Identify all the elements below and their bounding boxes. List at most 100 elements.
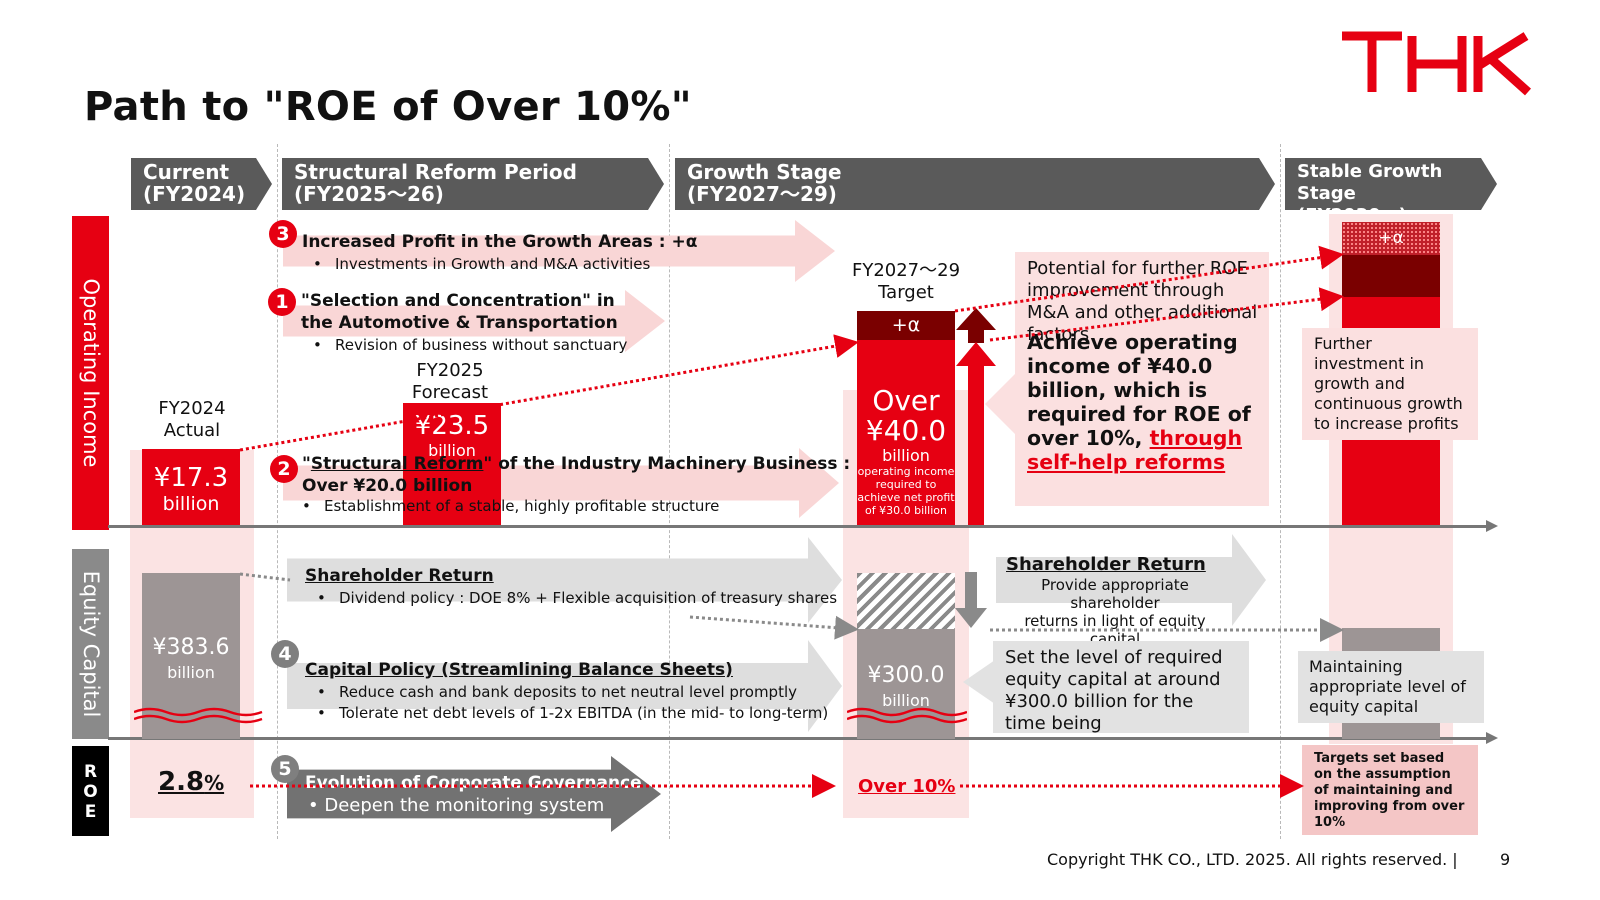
break-mark xyxy=(847,707,967,724)
callout-pointer xyxy=(963,660,995,704)
shareholder-return-2-title: Shareholder Return xyxy=(1006,554,1206,575)
bar-target-operating-income: Over ¥40.0 billion operating income requ… xyxy=(857,340,955,527)
label-line: FY2027～29 xyxy=(851,260,961,281)
title-line: Over ¥20.0 billion xyxy=(302,476,473,496)
title-line: "Selection and Concentration" in xyxy=(301,291,615,311)
page-number: 9 xyxy=(1500,850,1511,869)
stable-dark-block xyxy=(1342,255,1440,297)
axis-operating-income xyxy=(108,520,1498,532)
bar-note: required to xyxy=(875,478,937,491)
achieve-text: Achieve operating income of ¥40.0 billio… xyxy=(1027,330,1263,474)
title-line: the Automotive & Transportation xyxy=(301,313,618,333)
stage-name: Growth Stage xyxy=(687,160,842,184)
roe-unit: % xyxy=(204,771,225,795)
roe-letter: E xyxy=(84,802,97,822)
bar-value: ¥23.5 xyxy=(414,411,490,441)
governance-arrow xyxy=(287,756,661,832)
initiative-1-bullet: Revision of business without sanctuary xyxy=(313,335,627,355)
bar-value: ¥17.3 xyxy=(153,463,229,493)
stage-period: (FY2027～29) xyxy=(687,182,837,206)
callout-set-level: Set the level of required equity capital… xyxy=(993,641,1249,734)
label-line: Forecast xyxy=(411,382,489,403)
title-rest: " of the Industry Machinery Business : xyxy=(483,454,851,474)
roe-target-value: Over 10% xyxy=(858,776,956,797)
roe-number: 2.8 xyxy=(158,767,205,797)
initiative-2-title: "Structural Reform" of the Industry Mach… xyxy=(302,453,850,497)
target-label: FY2027～29 Target xyxy=(840,260,972,304)
shareholder-return-bullet: Dividend policy : DOE 8% + Flexible acqu… xyxy=(317,588,837,608)
initiative-3-title: Increased Profit in the Growth Areas : +… xyxy=(302,232,698,252)
bar-note: of ¥30.0 billion xyxy=(865,504,947,517)
row-label-text: Operating Income xyxy=(78,278,103,468)
initiative-1-title: "Selection and Concentration" in the Aut… xyxy=(301,290,618,334)
stage-name: Structural Reform Period xyxy=(294,160,577,184)
bar-value: ¥40.0 xyxy=(865,414,947,447)
divider xyxy=(1280,144,1281,839)
bar-note: achieve net profit xyxy=(857,491,955,504)
callout-targets-note: Targets set based on the assumption of m… xyxy=(1302,745,1478,835)
bar-fy2024-equity: ¥383.6 billion xyxy=(142,573,240,739)
break-mark xyxy=(134,707,263,724)
stage-growth: Growth Stage (FY2027～29) xyxy=(675,158,1275,210)
bar-unit: billion xyxy=(167,663,215,682)
roe-current-value: 2.8% xyxy=(158,767,224,797)
row-label-text: Equity Capital xyxy=(78,570,103,718)
capital-policy-bullet: Tolerate net debt levels of 1-2x EBITDA … xyxy=(317,703,828,723)
number-badge-1: 1 xyxy=(268,288,296,316)
capital-policy-bullet: Reduce cash and bank deposits to net neu… xyxy=(317,682,797,702)
bar-value: Over xyxy=(872,384,940,417)
up-arrows xyxy=(956,308,996,528)
label-line: FY2024 xyxy=(158,398,226,419)
number-badge-2: 2 xyxy=(270,455,298,483)
roe-letter: R xyxy=(83,762,98,782)
stable-plus-alpha-block: +α xyxy=(1342,222,1440,255)
bar-value: ¥300.0 xyxy=(867,663,945,688)
label-line: Target xyxy=(878,282,934,303)
shareholder-return-2-text: Provide appropriate shareholder returns … xyxy=(998,576,1232,648)
achieve-red: through self-help reforms xyxy=(1027,426,1243,474)
title-underlined: Structural Reform xyxy=(310,454,484,474)
roe-letter: O xyxy=(83,782,98,802)
row-label-operating-income: Operating Income xyxy=(72,216,109,530)
copyright: Copyright THK CO., LTD. 2025. All rights… xyxy=(1047,850,1458,869)
label-line: Actual xyxy=(163,420,221,441)
row-label-roe: R O E xyxy=(72,746,109,836)
page-title: Path to "ROE of Over 10%" xyxy=(84,84,692,130)
text-line: Provide appropriate shareholder xyxy=(1041,576,1189,612)
bar-unit: billion xyxy=(162,493,220,515)
bar-note: operating income xyxy=(857,465,955,478)
axis-equity-capital xyxy=(108,732,1498,744)
down-arrow xyxy=(955,572,987,628)
plus-alpha-block: +α xyxy=(857,311,955,340)
bar-fy2024-operating-income: ¥17.3 billion xyxy=(142,449,240,527)
fy2024-label: FY2024 Actual xyxy=(140,398,244,442)
row-label-equity-capital: Equity Capital xyxy=(72,549,109,739)
quote: " xyxy=(302,454,311,474)
capital-policy-title: Capital Policy (Streamlining Balance She… xyxy=(305,660,733,680)
initiative-3-bullet: Investments in Growth and M&A activities xyxy=(313,254,650,274)
stage-name: Stable Growth Stage xyxy=(1297,161,1443,204)
label-line: FY2025 xyxy=(416,360,484,381)
divider xyxy=(277,144,278,839)
stage-stable-growth: Stable Growth Stage (FY2030～) xyxy=(1285,158,1497,210)
bullet-text: Deepen the monitoring system xyxy=(324,795,605,816)
thk-logo xyxy=(1342,31,1532,96)
initiative-2-bullet: Establishment of a stable, highly profit… xyxy=(302,496,719,516)
number-badge-4: 4 xyxy=(271,640,299,668)
governance-title: Evolution of Corporate Governance xyxy=(305,773,642,793)
stage-period: (FY2024) xyxy=(143,182,246,206)
stage-name: Current xyxy=(143,160,230,184)
fy2025-label: FY2025 Forecast xyxy=(398,360,502,404)
number-badge-3: 3 xyxy=(269,220,297,248)
bar-unit: billion xyxy=(882,446,930,465)
shareholder-return-title: Shareholder Return xyxy=(305,566,494,586)
callout-maintaining: Maintaining appropriate level of equity … xyxy=(1298,651,1484,723)
stage-current: Current (FY2024) xyxy=(131,158,272,210)
equity-reduction-hatch xyxy=(857,573,955,629)
number-badge-5: 5 xyxy=(271,755,299,783)
stage-structural-reform: Structural Reform Period (FY2025～26) xyxy=(282,158,664,210)
bar-unit: billion xyxy=(882,691,930,710)
bar-value: ¥383.6 xyxy=(152,635,230,660)
title-line: "Structural Reform" of the Industry Mach… xyxy=(302,453,850,475)
governance-bullet: • Deepen the monitoring system xyxy=(308,795,605,816)
